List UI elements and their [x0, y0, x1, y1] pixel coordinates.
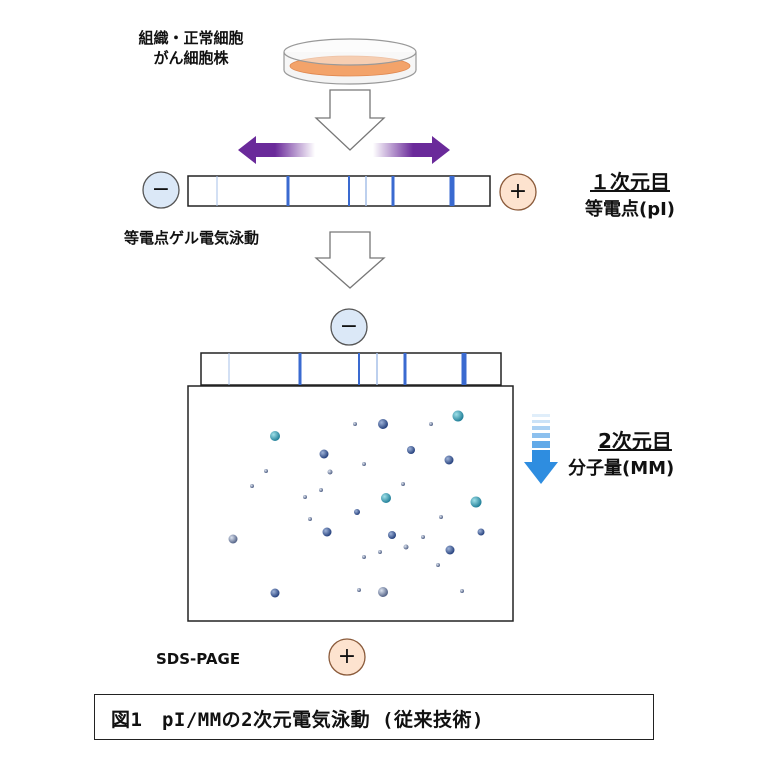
protein-spot	[452, 410, 464, 422]
protein-spot	[429, 422, 433, 426]
protein-spot	[381, 493, 391, 503]
protein-spot	[353, 422, 357, 426]
dimension-1-title: １次元目	[590, 170, 670, 194]
dimension-1-label: １次元目 等電点(pI)	[565, 166, 695, 221]
plus-electrode-2	[328, 638, 366, 676]
protein-spot	[250, 484, 254, 488]
protein-spot	[403, 544, 409, 550]
protein-spot	[264, 469, 268, 473]
down-arrow-icon-1	[314, 89, 386, 151]
protein-spot	[228, 534, 238, 544]
sample-label-line2: がん細胞株	[153, 49, 229, 67]
left-arrow-icon	[238, 136, 315, 164]
protein-spot	[439, 515, 443, 519]
protein-spot	[303, 495, 307, 499]
protein-spot	[319, 449, 329, 459]
dimension-2-subtitle: 分子量(MM)	[568, 458, 675, 479]
protein-spot	[270, 588, 280, 598]
protein-spot	[388, 531, 396, 539]
mm-down-arrow-icon	[524, 414, 558, 484]
protein-spot	[378, 550, 382, 554]
ief-method-label: 等電点ゲル電気泳動	[124, 229, 260, 247]
minus-symbol-2: −	[339, 314, 359, 339]
protein-spot	[445, 545, 455, 555]
plus-symbol-1: +	[508, 179, 528, 204]
plus-electrode-1	[499, 173, 537, 211]
protein-spot	[407, 446, 415, 454]
down-arrow-icon-2	[314, 231, 386, 289]
protein-spot	[357, 588, 361, 592]
protein-spot	[470, 496, 482, 508]
protein-spot	[327, 469, 333, 475]
protein-spot	[421, 535, 425, 539]
figure-caption: 図1 pI/MMの2次元電気泳動 (従来技術)	[111, 709, 484, 731]
protein-spot	[322, 527, 332, 537]
sample-label: 組織・正常細胞 がん細胞株	[116, 28, 266, 68]
minus-electrode-2	[330, 308, 368, 346]
sample-label-line1: 組織・正常細胞	[138, 29, 244, 47]
ief-strip-on-gel	[200, 352, 502, 386]
dimension-2-label: 2次元目 分子量(MM)	[568, 425, 718, 480]
protein-spot	[401, 482, 405, 486]
protein-spots	[228, 410, 485, 598]
plus-symbol-2: +	[337, 644, 357, 669]
dimension-1-subtitle: 等電点(pI)	[584, 199, 676, 220]
protein-spot	[378, 587, 388, 597]
protein-spot	[477, 528, 485, 536]
minus-symbol-1: −	[151, 177, 171, 202]
protein-spot	[362, 555, 366, 559]
protein-spot	[270, 431, 280, 441]
protein-spot	[444, 455, 454, 465]
protein-spot	[319, 488, 323, 492]
protein-spot	[436, 563, 440, 567]
sds-gel	[187, 385, 514, 622]
sds-page-label: SDS-PAGE	[156, 650, 241, 668]
protein-spot	[378, 419, 388, 429]
minus-electrode-1	[142, 171, 180, 209]
petri-dish-icon	[283, 38, 417, 85]
protein-spot	[460, 589, 464, 593]
right-arrow-icon	[373, 136, 450, 164]
protein-spot	[362, 462, 366, 466]
protein-spot	[354, 509, 360, 515]
figure-caption-box: 図1 pI/MMの2次元電気泳動 (従来技術)	[94, 694, 654, 740]
dimension-2-title: 2次元目	[598, 429, 672, 453]
protein-spot	[308, 517, 312, 521]
ief-strip	[187, 175, 491, 207]
